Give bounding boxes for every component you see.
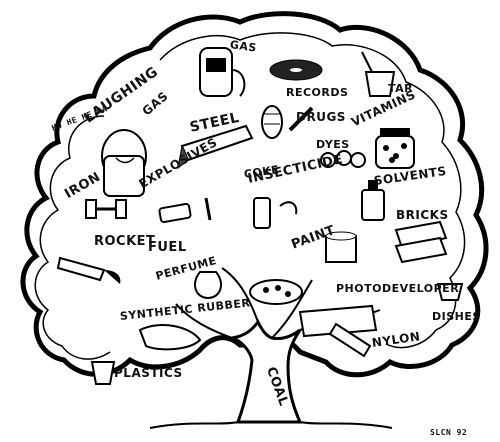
paint-can-drawing [325, 231, 357, 263]
perfume-bottle-drawing [193, 271, 223, 300]
bricks-drawing [394, 220, 448, 264]
label-records: RECORDS [286, 86, 349, 99]
syringe-drawing [288, 106, 314, 132]
dynamite-drawing [158, 197, 212, 224]
nylon-drawing [328, 322, 372, 358]
label-bricks: BRICKS [396, 208, 449, 222]
dumbbell-drawing [85, 199, 127, 219]
steel-beam-drawing [177, 124, 254, 170]
rocket-drawing [56, 256, 121, 284]
tree-trunk [231, 319, 303, 424]
label-drugs: DRUGS [296, 110, 346, 124]
artist-signature: SLCN 92 [430, 428, 468, 437]
glove-drawing [138, 324, 202, 351]
tree-canopy [20, 11, 489, 378]
grenade-drawing [261, 105, 283, 139]
label-plastics: PLASTICS [114, 366, 183, 380]
vitamin-jar-drawing [375, 128, 415, 169]
plastic-cup-drawing [90, 361, 116, 385]
label-photodeveloper: PHOTODEVELOPER [336, 282, 460, 295]
gas-cylinder-drawing [101, 129, 147, 197]
solvent-bottle-drawing [361, 180, 385, 221]
teacup-drawing [436, 283, 464, 301]
tar-bucket-drawing [361, 51, 396, 97]
label-rocket: ROCKET [94, 234, 156, 249]
label-tar: TAR [388, 82, 414, 95]
canopy-inner-edge [34, 32, 466, 360]
label-fuel: FUEL [148, 240, 187, 255]
tree-branches [175, 267, 381, 339]
label-dyes: DYES [316, 138, 350, 151]
spray-can-drawing [253, 197, 298, 229]
photo-tray-drawing [298, 304, 378, 338]
palette-drawing [249, 279, 303, 305]
ground-line [149, 421, 393, 429]
label-dishes: DISHES [432, 310, 481, 323]
dye-jars-drawing [320, 150, 366, 168]
record-disc-drawing [269, 59, 323, 81]
gas-pump-drawing [199, 47, 246, 97]
